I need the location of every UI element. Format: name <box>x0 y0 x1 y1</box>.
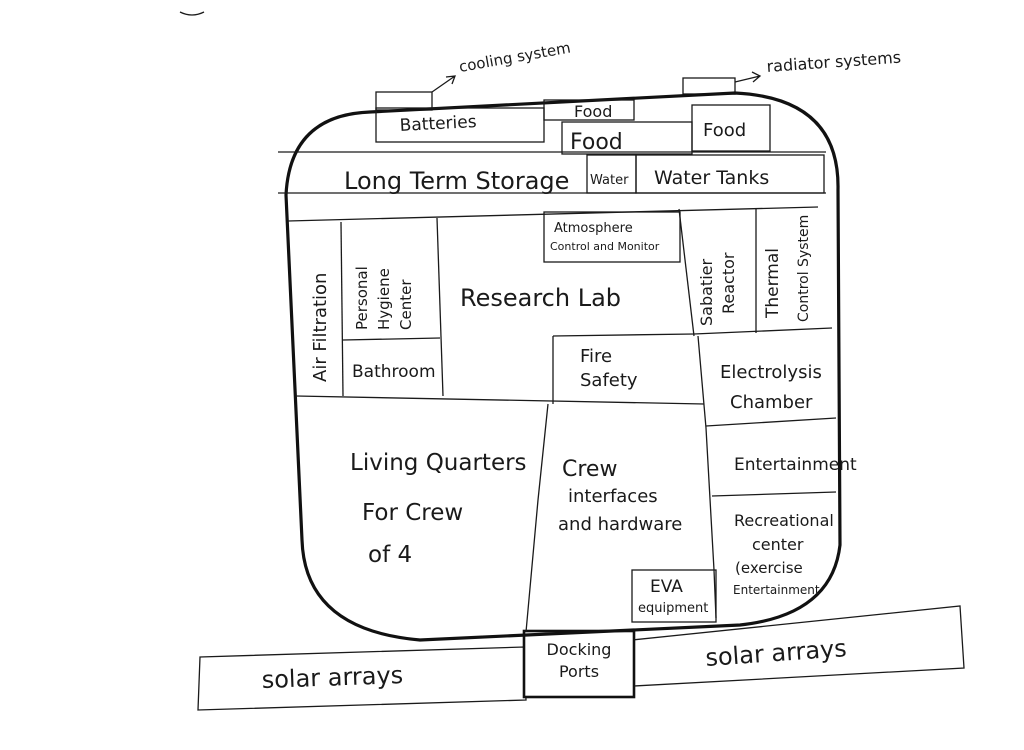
recreation-line2: center <box>752 535 804 554</box>
hygiene-bottom-wall <box>342 337 441 341</box>
air-filtration-label: Air Filtration <box>310 273 331 382</box>
food-right-label: Food <box>703 120 746 141</box>
sabatier-line2: Reactor <box>719 252 738 314</box>
eva-equipment-line1: EVA <box>650 577 683 597</box>
thermal-line1: Thermal <box>763 248 783 319</box>
radiator-arrow <box>734 71 762 83</box>
stray-mark <box>179 11 205 16</box>
docking-ports-box <box>522 629 636 699</box>
eva-equipment-line2: equipment <box>638 601 708 616</box>
bathroom-label: Bathroom <box>352 362 436 382</box>
air-filtration-divider <box>340 221 344 397</box>
water-tanks-label: Water Tanks <box>654 167 769 189</box>
cooling-system-unit <box>375 91 433 111</box>
living-quarters-line1: Living Quarters <box>350 450 527 476</box>
atmosphere-line2: Control and Monitor <box>550 240 660 253</box>
recreation-line3: (exercise <box>735 559 803 577</box>
hygiene-right-wall <box>436 217 444 397</box>
solar-array-right-label: solar arrays <box>704 634 847 672</box>
food-right-box <box>691 104 771 152</box>
long-term-storage-label: Long Term Storage <box>344 167 569 195</box>
food-middle-label: Food <box>570 130 623 155</box>
entertainment-bottom-wall <box>711 491 837 497</box>
station-hull <box>284 91 842 642</box>
fire-safety-line1: Fire <box>580 346 612 367</box>
thermal-line2: Control System <box>796 215 812 322</box>
electrolysis-left-wall <box>697 335 707 429</box>
atmosphere-line1: Atmosphere <box>554 221 633 236</box>
fire-safety-top-wall <box>552 333 695 337</box>
sabatier-line1: Sabatier <box>697 259 716 326</box>
sabatier-left-wall <box>678 208 695 337</box>
eva-equipment-box <box>631 569 717 623</box>
radiator-unit <box>682 77 736 95</box>
entertainment-label: Entertainment <box>734 455 857 475</box>
electrolysis-line1: Electrolysis <box>720 362 822 383</box>
radiator-systems-label: radiator systems <box>766 48 902 76</box>
right-column-divider <box>705 427 717 619</box>
batteries-box <box>375 107 545 143</box>
living-crew-divider <box>525 403 549 633</box>
docking-ports-line1: Docking <box>547 640 612 659</box>
upper-rooms-top-line <box>287 206 819 222</box>
living-quarters-line2: For Crew <box>362 500 463 526</box>
electrolysis-line2: Chamber <box>730 392 813 413</box>
solar-array-left-label: solar arrays <box>261 661 403 694</box>
water-tanks-box <box>635 154 825 194</box>
crew-interfaces-line2: interfaces <box>568 486 658 507</box>
crew-interfaces-line3: and hardware <box>558 514 682 535</box>
fire-safety-line2: Safety <box>580 370 638 391</box>
hygiene-line1: Personal <box>353 266 371 330</box>
research-lab-label: Research Lab <box>460 284 621 312</box>
cooling-system-label: cooling system <box>458 39 572 76</box>
docking-ports-line2: Ports <box>559 662 599 681</box>
recreation-line1: Recreational <box>734 511 834 530</box>
atmosphere-box <box>543 211 681 263</box>
batteries-label: Batteries <box>399 112 477 136</box>
cooling-system-arrow <box>431 75 456 93</box>
food-top-box <box>543 99 635 121</box>
food-top-label: Food <box>574 102 612 121</box>
hygiene-line3: Center <box>397 279 415 330</box>
electrolysis-bottom-wall <box>705 417 837 427</box>
solar-array-left <box>197 646 527 711</box>
living-quarters-line3: of 4 <box>368 542 412 568</box>
water-label: Water <box>590 173 629 188</box>
recreation-line4: Entertainment <box>733 583 820 597</box>
hygiene-line2: Hygiene <box>375 268 393 330</box>
crew-interfaces-line1: Crew <box>562 457 617 482</box>
middle-divider <box>295 395 705 405</box>
thermal-bottom-wall <box>693 327 833 335</box>
